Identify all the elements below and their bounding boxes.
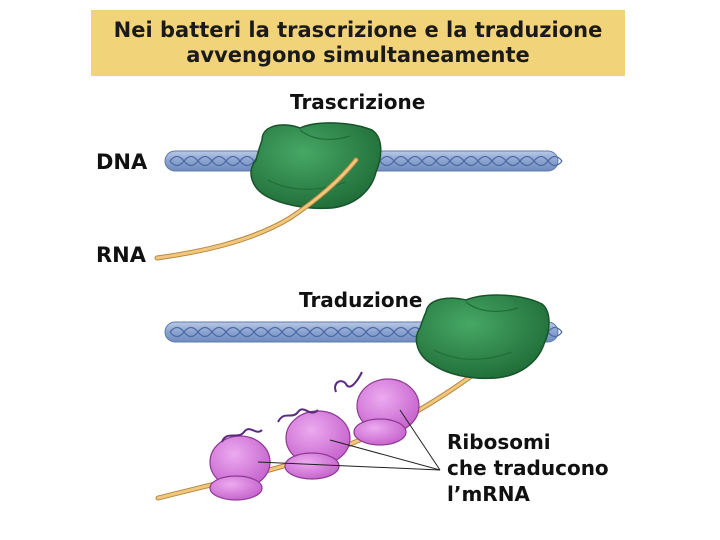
ribosomes-label: Ribosomi che traducono l’mRNA xyxy=(447,429,609,507)
ribosomes-label-line-3: l’mRNA xyxy=(447,482,530,506)
ribosomes-label-line-2: che traducono xyxy=(447,456,609,480)
title-banner: Nei batteri la trascrizione e la traduzi… xyxy=(91,10,625,76)
title-line-1: Nei batteri la trascrizione e la traduzi… xyxy=(113,18,603,42)
title-line-2: avvengono simultaneamente xyxy=(186,43,530,67)
transcription-label: Trascrizione xyxy=(290,90,426,114)
rna-polymerase-bottom xyxy=(415,294,550,380)
dna-label: DNA xyxy=(96,150,148,174)
translation-label: Traduzione xyxy=(299,288,423,312)
ribosome-3 xyxy=(334,371,420,446)
ribosome-leader-lines xyxy=(257,409,441,471)
rna-label: RNA xyxy=(96,243,146,267)
rna-transcript xyxy=(154,157,359,261)
rna-polymerase-top xyxy=(250,122,382,210)
ribosome-2 xyxy=(277,408,351,480)
ribosomes-label-line-1: Ribosomi xyxy=(447,430,551,454)
ribosome-1 xyxy=(209,428,271,501)
